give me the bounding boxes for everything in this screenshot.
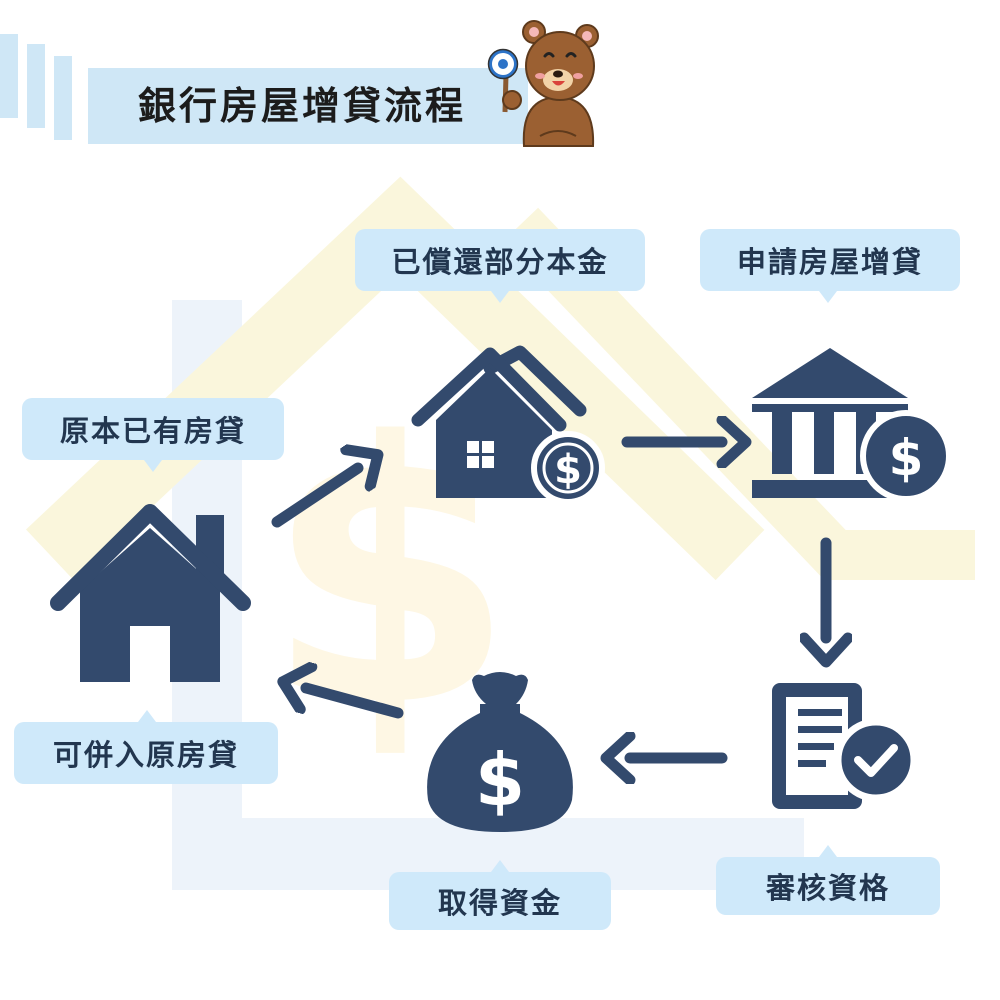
flow-arrows <box>271 442 826 758</box>
bear-mascot-icon <box>487 20 599 147</box>
title-stripe-2 <box>27 44 45 128</box>
step-label-existing-loan: 原本已有房貸 <box>22 398 284 460</box>
arrow-funds-to-house <box>306 688 404 719</box>
step-label-review: 審核資格 <box>716 857 940 915</box>
step-label-repaid-principal: 已償還部分本金 <box>355 229 645 291</box>
title-bar <box>88 68 528 144</box>
page-title: 銀行房屋增貸流程 <box>138 84 467 128</box>
step-label-get-funds: 取得資金 <box>389 872 611 930</box>
tail-apply-loan <box>819 291 837 303</box>
tail-get-funds <box>491 860 509 872</box>
tail-merge-loan <box>138 710 156 722</box>
svg-text:$: $ <box>475 738 525 822</box>
bank-dollar-icon: $ <box>752 348 952 502</box>
house-icon <box>50 504 251 682</box>
document-check-icon <box>772 683 918 809</box>
svg-text:$: $ <box>554 447 582 493</box>
title-stripe-1 <box>0 34 18 118</box>
arrow-house-to-repaid <box>271 468 358 528</box>
tail-review <box>819 845 837 857</box>
money-bag-icon: $ <box>427 672 573 832</box>
title-stripe-3 <box>54 56 72 140</box>
tail-existing-loan <box>144 460 162 472</box>
tail-repaid-principal <box>491 291 509 303</box>
svg-text:$: $ <box>889 429 924 487</box>
house-dollar-icon: $ <box>411 345 605 505</box>
step-label-merge-loan: 可併入原房貸 <box>14 722 278 784</box>
step-label-apply-loan: 申請房屋增貸 <box>700 229 960 291</box>
